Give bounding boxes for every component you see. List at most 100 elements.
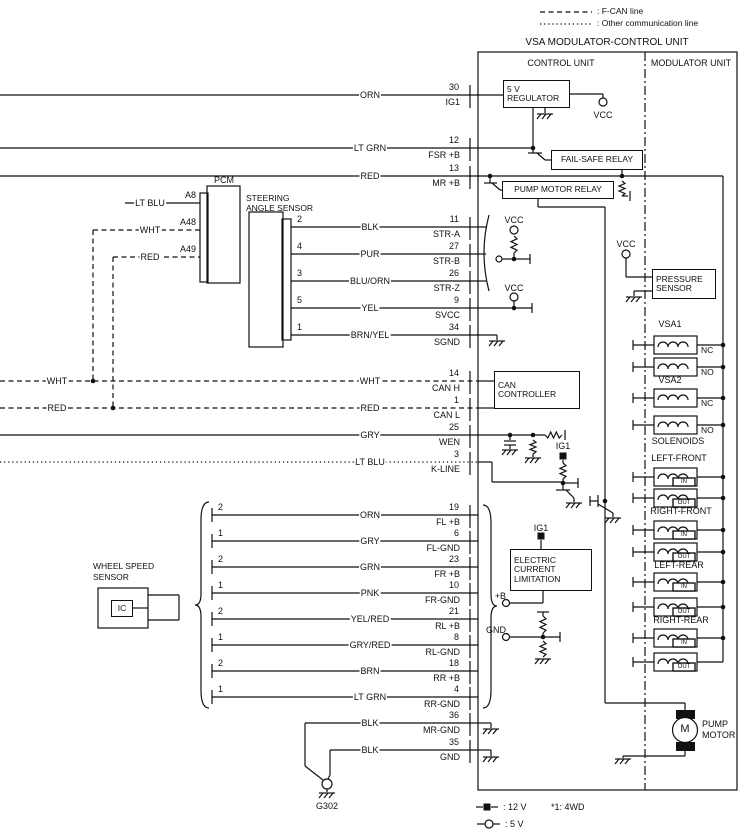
resistor-icon — [538, 640, 548, 658]
ground-icon — [544, 658, 550, 665]
ecu-pin-number: 6 — [453, 528, 459, 538]
steering-sensor-title-1: STEERING — [246, 193, 290, 203]
12v-square-icon — [483, 803, 491, 811]
ground-icon — [565, 502, 571, 509]
ecu-pin-signal: CAN H — [431, 383, 460, 393]
wire-color-label: WHT — [45, 376, 69, 386]
ecu-pin-number: 12 — [448, 135, 459, 145]
pcm-pin-number: A49 — [179, 244, 196, 254]
ecu-pin-signal: CAN L — [433, 410, 460, 420]
wire-color-label: PUR — [359, 249, 381, 259]
ecu-pin-number: 4 — [453, 684, 459, 694]
wire-color-label: GRY/RED — [348, 640, 392, 650]
wire-color-label: BLK — [360, 745, 380, 755]
junction-dot — [720, 527, 726, 533]
valve-port-label: IN — [681, 583, 687, 590]
valve-contact-label: NC — [701, 398, 714, 408]
vsa2-heading: VSA2 — [658, 375, 682, 385]
footer-5v-label: : 5 V — [505, 819, 524, 829]
valve-port-tag — [672, 607, 696, 617]
footer-12v-label: : 12 V — [503, 802, 527, 812]
wire-color-label: BRN/YEL — [349, 330, 391, 340]
vcc-label: VCC — [593, 110, 613, 120]
ecu-pin-signal: RL +B — [435, 621, 460, 631]
vcc-label: VCC — [504, 215, 524, 225]
ground-icon — [492, 756, 498, 763]
legend-other-label: : Other communication line — [597, 18, 699, 28]
ecu-pin-signal: FL-GND — [426, 543, 461, 553]
pressure-sensor-label-2: SENSOR — [656, 283, 692, 293]
coil-icon — [657, 658, 689, 665]
valve-port-label: IN — [681, 639, 687, 646]
ground-icon — [487, 756, 493, 763]
wire-color-label: YEL/RED — [349, 614, 391, 624]
ground-icon — [498, 340, 504, 347]
wire-color-label: LT GRN — [352, 692, 388, 702]
wire-color-label: WHT — [358, 376, 382, 386]
resistor-icon — [538, 615, 548, 634]
ecu-pin-signal: IG1 — [445, 97, 460, 107]
ground-icon — [539, 658, 545, 665]
ground-icon — [609, 517, 615, 524]
ig1-label: IG1 — [555, 441, 571, 451]
wire-color-label: WHT — [138, 225, 162, 235]
ig1-label: IG1 — [533, 523, 549, 533]
can-controller-box: CAN CONTROLLER — [494, 371, 580, 409]
solenoid-valve-outline — [653, 415, 698, 435]
motor-brush-icon — [676, 742, 695, 751]
valve-port-label: OUT — [677, 553, 691, 560]
ground-icon — [506, 449, 512, 456]
valve-port-tag — [672, 477, 696, 487]
ecu-pin-signal: SGND — [433, 337, 460, 347]
pump-motor-relay-box: PUMP MOTOR RELAY — [502, 181, 614, 199]
wire-color-label: LT GRN — [352, 143, 388, 153]
pressure-sensor-box: PRESSURE SENSOR — [652, 269, 716, 299]
solenoid-valve-outline — [653, 357, 698, 377]
ecu-pin-number: 1 — [453, 395, 459, 405]
ecu-pin-number: 11 — [449, 214, 459, 224]
coil-icon — [657, 548, 689, 555]
ecu-pin-number: 35 — [448, 737, 459, 747]
ecu-pin-number: 18 — [448, 658, 459, 668]
ic-label: IC — [117, 602, 127, 613]
transistor-icon — [536, 152, 546, 161]
sensor-pin-number: 1 — [297, 322, 303, 332]
ground-icon — [604, 517, 610, 524]
coil-icon — [657, 603, 689, 610]
ground-icon — [487, 728, 493, 735]
sensor-pin-number: 1 — [218, 684, 224, 694]
junction-dot — [720, 395, 726, 401]
wire-color-label: BLK — [360, 222, 380, 232]
valve-group-heading: LEFT-REAR — [654, 560, 704, 570]
brace-right — [482, 504, 498, 709]
sensor-pin-number: 2 — [297, 214, 303, 224]
ground-icon — [630, 296, 636, 303]
ecu-pin-number: 27 — [448, 241, 459, 251]
valve-group-heading: RIGHT-FRONT — [650, 506, 712, 516]
ground-icon — [529, 457, 535, 464]
vcc-label: VCC — [504, 283, 524, 293]
ground-icon — [625, 296, 631, 303]
sensor-pin-number: 1 — [218, 528, 224, 538]
wire — [327, 774, 331, 780]
transistor-icon — [597, 503, 614, 514]
ecu-pin-number: 23 — [448, 554, 459, 564]
junction-dot — [530, 432, 536, 438]
sensor-pin-number: 2 — [218, 554, 224, 564]
wire-color-label: RED — [139, 252, 161, 262]
sensor-pin-number: 5 — [297, 295, 303, 305]
vsa1-heading: VSA1 — [658, 319, 682, 329]
wire — [304, 765, 324, 781]
wheel-sensor-title-1: WHEEL SPEED — [93, 561, 155, 571]
valve-port-tag — [672, 498, 696, 508]
pcm-outline — [206, 185, 241, 284]
footer-4wd-note: *1: 4WD — [551, 802, 585, 812]
ground-icon — [624, 758, 630, 765]
terminal-circle-icon — [321, 778, 333, 790]
ground-icon — [318, 792, 324, 799]
electric-current-limitation-box: ELECTRIC CURRENT LIMITATION — [510, 549, 592, 591]
ecu-pin-number: 36 — [448, 710, 459, 720]
control-unit-title: CONTROL UNIT — [527, 58, 595, 68]
ground-icon — [534, 658, 540, 665]
